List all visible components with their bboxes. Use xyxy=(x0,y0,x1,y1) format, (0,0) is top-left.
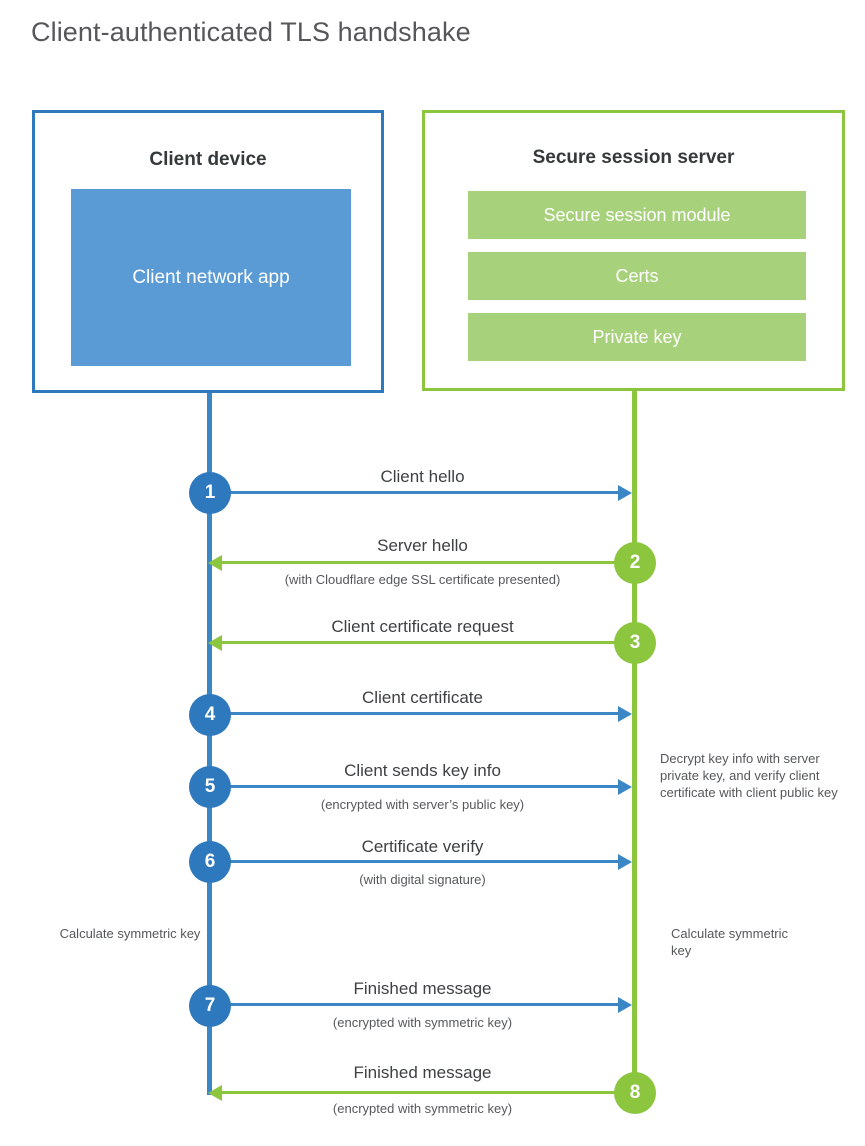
step-7-label: Finished message xyxy=(353,979,492,998)
step-4-label: Client certificate xyxy=(362,688,483,707)
step-6-sublabel: (with digital signature) xyxy=(359,872,486,887)
step-3-arrow-head xyxy=(208,635,222,651)
step-1-circle: 1 xyxy=(189,472,231,514)
step-8-sublabel: (encrypted with symmetric key) xyxy=(332,1101,513,1116)
server-item-secure-session-module: Secure session module xyxy=(468,191,806,239)
step-4-arrow-head xyxy=(618,706,632,722)
step-5-sublabel: (encrypted with server’s public key) xyxy=(320,797,525,812)
step-2-label: Server hello xyxy=(377,536,468,555)
step-5-arrow-line xyxy=(210,785,620,788)
client-calculate-symmetric-key-note: Calculate symmetric key xyxy=(59,926,201,941)
step-5-arrow-head xyxy=(618,779,632,795)
step-6-circle: 6 xyxy=(189,841,231,883)
step-4-circle: 4 xyxy=(189,694,231,736)
client-lifeline xyxy=(207,393,212,1095)
step-3-circle: 3 xyxy=(614,622,656,664)
step-8-circle: 8 xyxy=(614,1072,656,1114)
step-5-label: Client sends key info xyxy=(344,761,501,780)
step-1-arrow-head xyxy=(618,485,632,501)
step-6-arrow-head xyxy=(618,854,632,870)
step-7-arrow-line xyxy=(210,1003,620,1006)
server-item-certs: Certs xyxy=(468,252,806,300)
client-network-app-block: Client network app xyxy=(71,189,351,366)
step-2-arrow-line xyxy=(222,561,634,564)
step-1-arrow-line xyxy=(210,491,620,494)
server-lifeline xyxy=(632,391,637,1095)
step-6-label: Certificate verify xyxy=(361,837,484,856)
secure-session-server-box: Secure session server Secure session mod… xyxy=(422,110,845,391)
step-7-sublabel: (encrypted with symmetric key) xyxy=(332,1015,513,1030)
step-8-arrow-line xyxy=(222,1091,634,1094)
server-calculate-symmetric-key-note: Calculate symmetric key xyxy=(671,926,789,958)
step-2-circle: 2 xyxy=(614,542,656,584)
step-8-label: Finished message xyxy=(353,1063,492,1082)
step-2-arrow-head xyxy=(208,555,222,571)
server-decrypt-note: Decrypt key info with server private key… xyxy=(660,751,838,800)
page-title: Client-authenticated TLS handshake xyxy=(31,17,471,47)
step-8-arrow-head xyxy=(208,1085,222,1101)
step-7-arrow-head xyxy=(618,997,632,1013)
server-item-private-key: Private key xyxy=(468,313,806,361)
step-4-arrow-line xyxy=(210,712,620,715)
step-1-label: Client hello xyxy=(380,467,465,486)
step-3-arrow-line xyxy=(222,641,634,644)
step-2-sublabel: (with Cloudflare edge SSL certificate pr… xyxy=(284,572,561,587)
step-5-circle: 5 xyxy=(189,766,231,808)
client-device-title: Client device xyxy=(149,149,267,170)
step-6-arrow-line xyxy=(210,860,620,863)
client-device-box: Client device Client network app xyxy=(32,110,384,393)
step-3-label: Client certificate request xyxy=(331,617,514,636)
step-7-circle: 7 xyxy=(189,985,231,1027)
secure-session-server-title: Secure session server xyxy=(532,147,735,168)
